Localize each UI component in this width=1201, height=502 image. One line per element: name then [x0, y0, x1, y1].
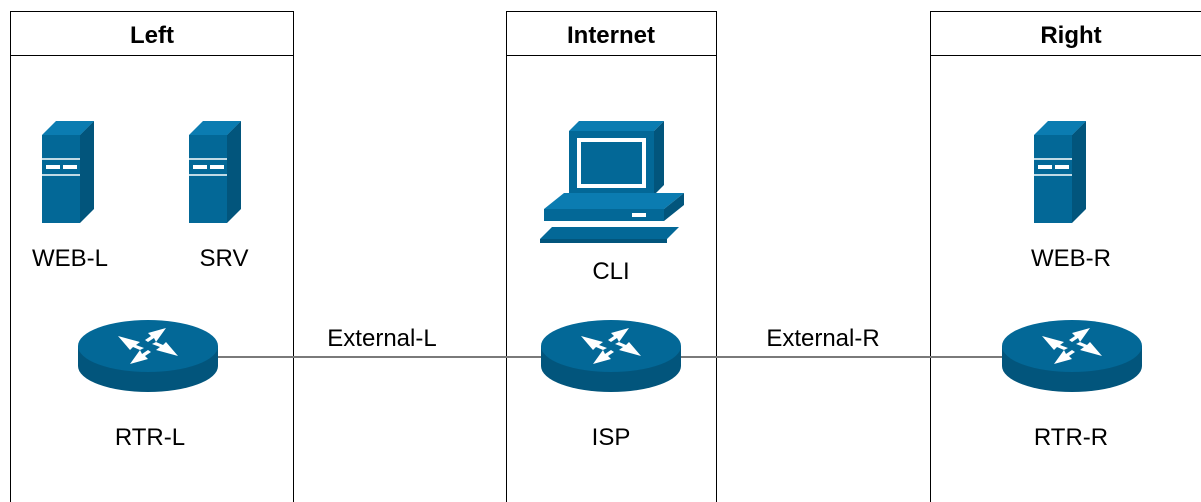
node-web-l-label: WEB-L: [32, 245, 108, 272]
zone-right: Right: [930, 11, 1201, 502]
node-web-r-label: WEB-R: [1031, 245, 1111, 272]
link-external-r-label: External-R: [766, 325, 879, 352]
node-cli-label: CLI: [592, 258, 629, 285]
node-web-r: WEB-R: [1031, 120, 1111, 272]
router-icon: [1002, 320, 1142, 392]
zone-right-title: Right: [1040, 22, 1101, 49]
node-isp: ISP: [541, 320, 681, 451]
node-web-l: WEB-L: [32, 120, 108, 272]
node-rtr-r: RTR-R: [1002, 320, 1142, 451]
link-external-l: External-L: [218, 325, 542, 358]
node-rtr-l-label: RTR-L: [115, 424, 185, 451]
zone-left-frame: [10, 11, 294, 502]
zone-internet-title: Internet: [567, 22, 655, 49]
zone-internet: Internet: [506, 11, 717, 502]
router-icon: [541, 320, 681, 392]
zone-left-title: Left: [130, 22, 174, 49]
zone-right-frame: [930, 11, 1201, 502]
server-icon: [1033, 120, 1087, 224]
node-isp-label: ISP: [592, 424, 631, 451]
node-cli: CLI: [540, 121, 684, 285]
router-icon: [78, 320, 218, 392]
server-icon: [41, 120, 95, 224]
link-external-r: External-R: [680, 325, 1004, 358]
zone-left: Left: [10, 11, 294, 502]
node-rtr-l: RTR-L: [78, 320, 218, 451]
node-srv-label: SRV: [200, 245, 249, 272]
zone-internet-frame: [506, 11, 717, 502]
node-srv: SRV: [188, 120, 249, 272]
server-icon: [188, 120, 242, 224]
link-external-l-label: External-L: [327, 325, 436, 352]
node-rtr-r-label: RTR-R: [1034, 424, 1108, 451]
